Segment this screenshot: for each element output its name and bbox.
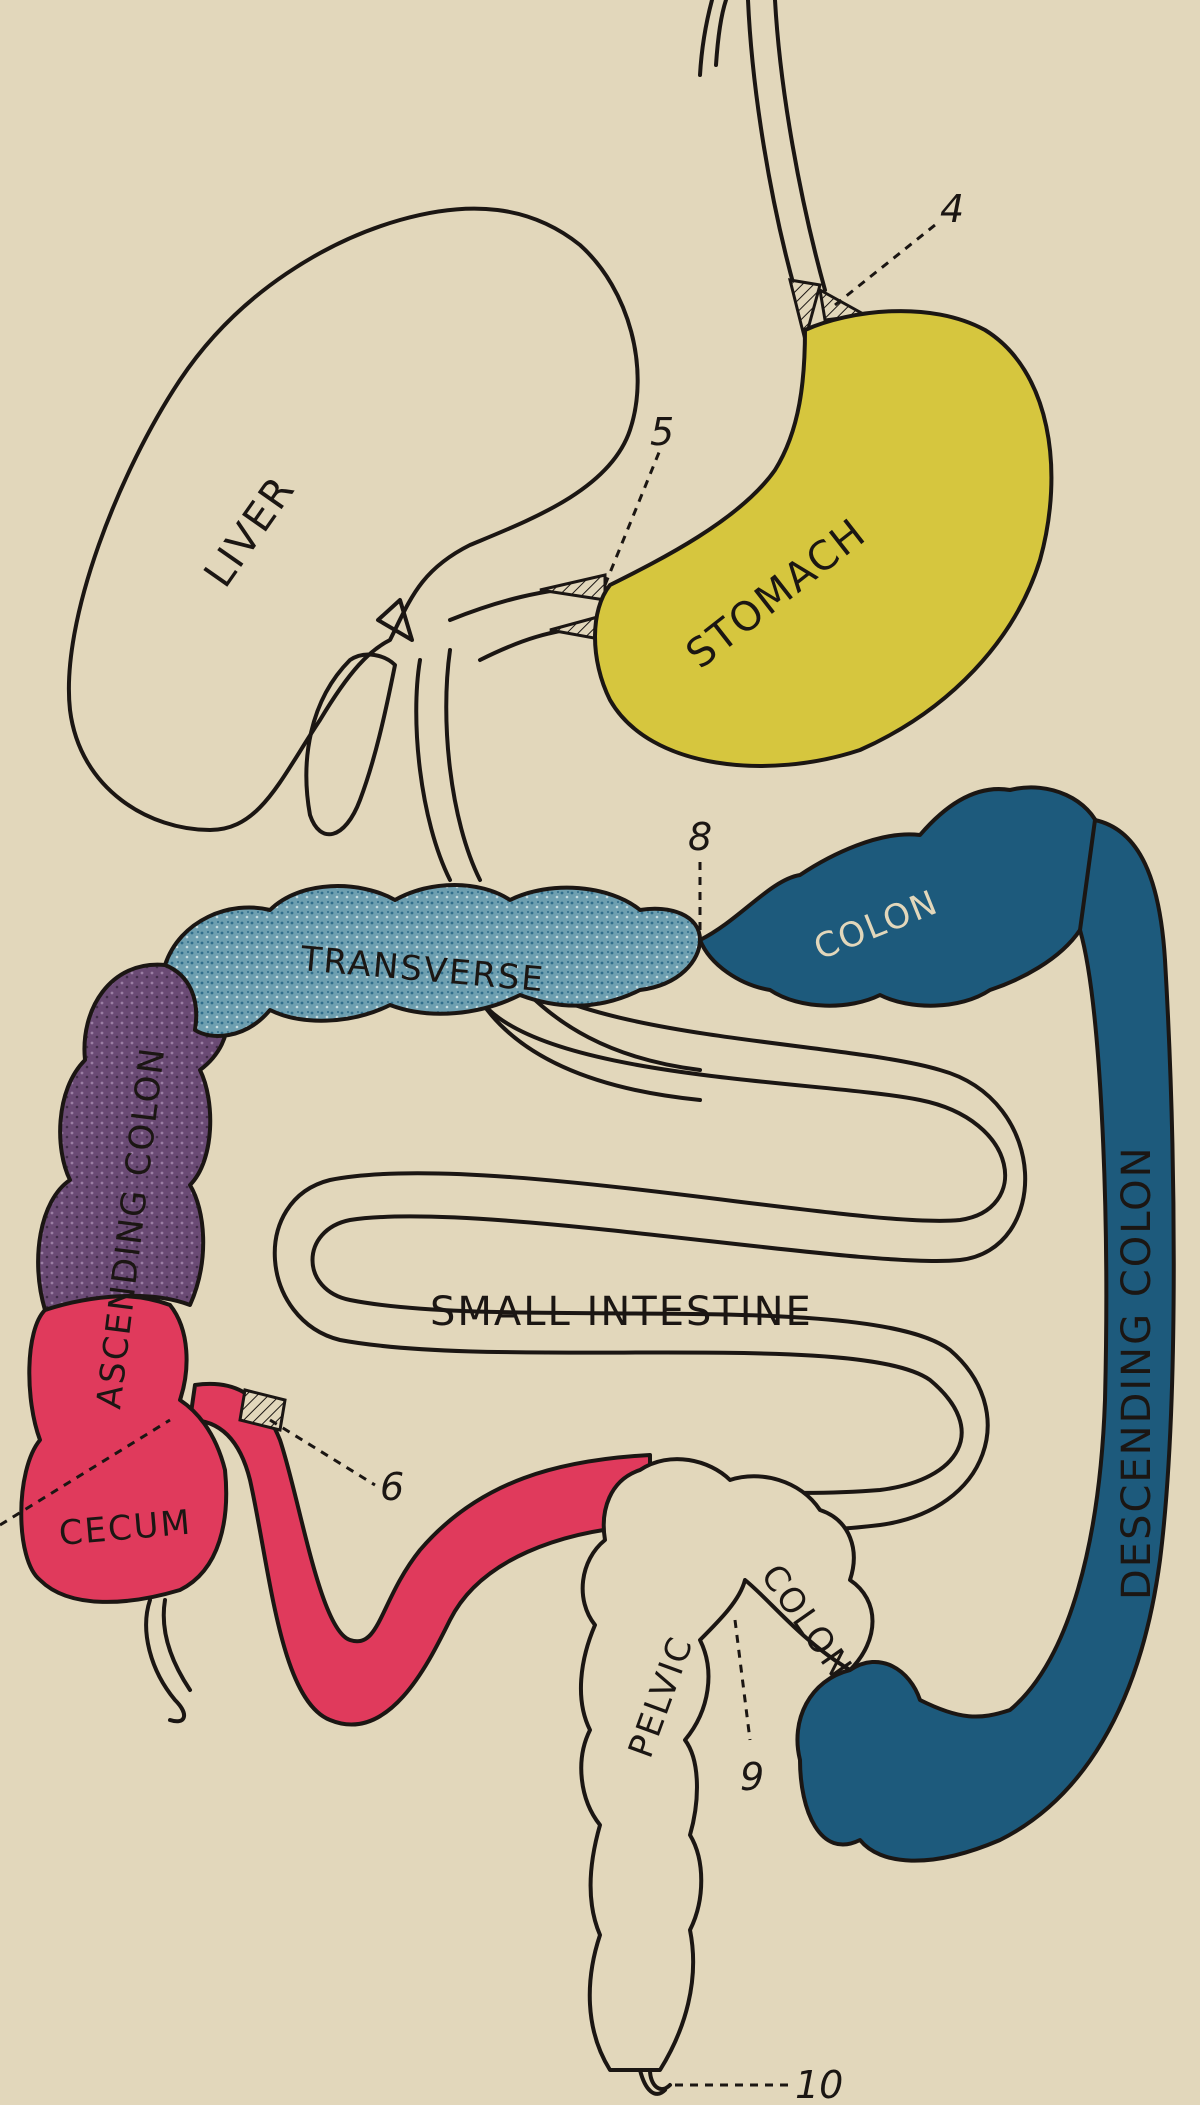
label-liver: LIVER [196, 467, 305, 595]
small-intestine [272, 958, 1028, 1533]
leader-4 [834, 223, 936, 307]
leader-9 [733, 1619, 752, 1741]
marker-10: 10 [795, 2063, 843, 2105]
marker-9: 9 [740, 1755, 764, 1799]
marker-8: 8 [688, 815, 712, 859]
marker-5: 5 [650, 410, 674, 454]
descending-colon [795, 818, 1176, 1863]
transverse-colon [163, 883, 702, 1038]
marker-6: 6 [380, 1465, 404, 1509]
leader-6 [269, 1418, 376, 1487]
marker-4: 4 [940, 187, 964, 231]
ascending-colon [36, 962, 230, 1312]
label-small-intestine: SMALL INTESTINE [430, 1289, 813, 1335]
leader-5 [603, 449, 662, 586]
cecum-and-ileum [19, 1293, 652, 1727]
cardia-hatch [787, 278, 822, 346]
pylorus-hatch [539, 573, 607, 602]
label-descending-colon: DESCENDING COLON [1114, 1146, 1160, 1601]
ileocecal-hatch [238, 1388, 287, 1432]
pelvic-colon [579, 1457, 875, 2072]
esophagus [698, 0, 827, 292]
liver [66, 206, 640, 837]
rectum-anus [638, 2068, 672, 2096]
stomach [593, 309, 1054, 768]
leader-cecum [0, 1418, 171, 1527]
